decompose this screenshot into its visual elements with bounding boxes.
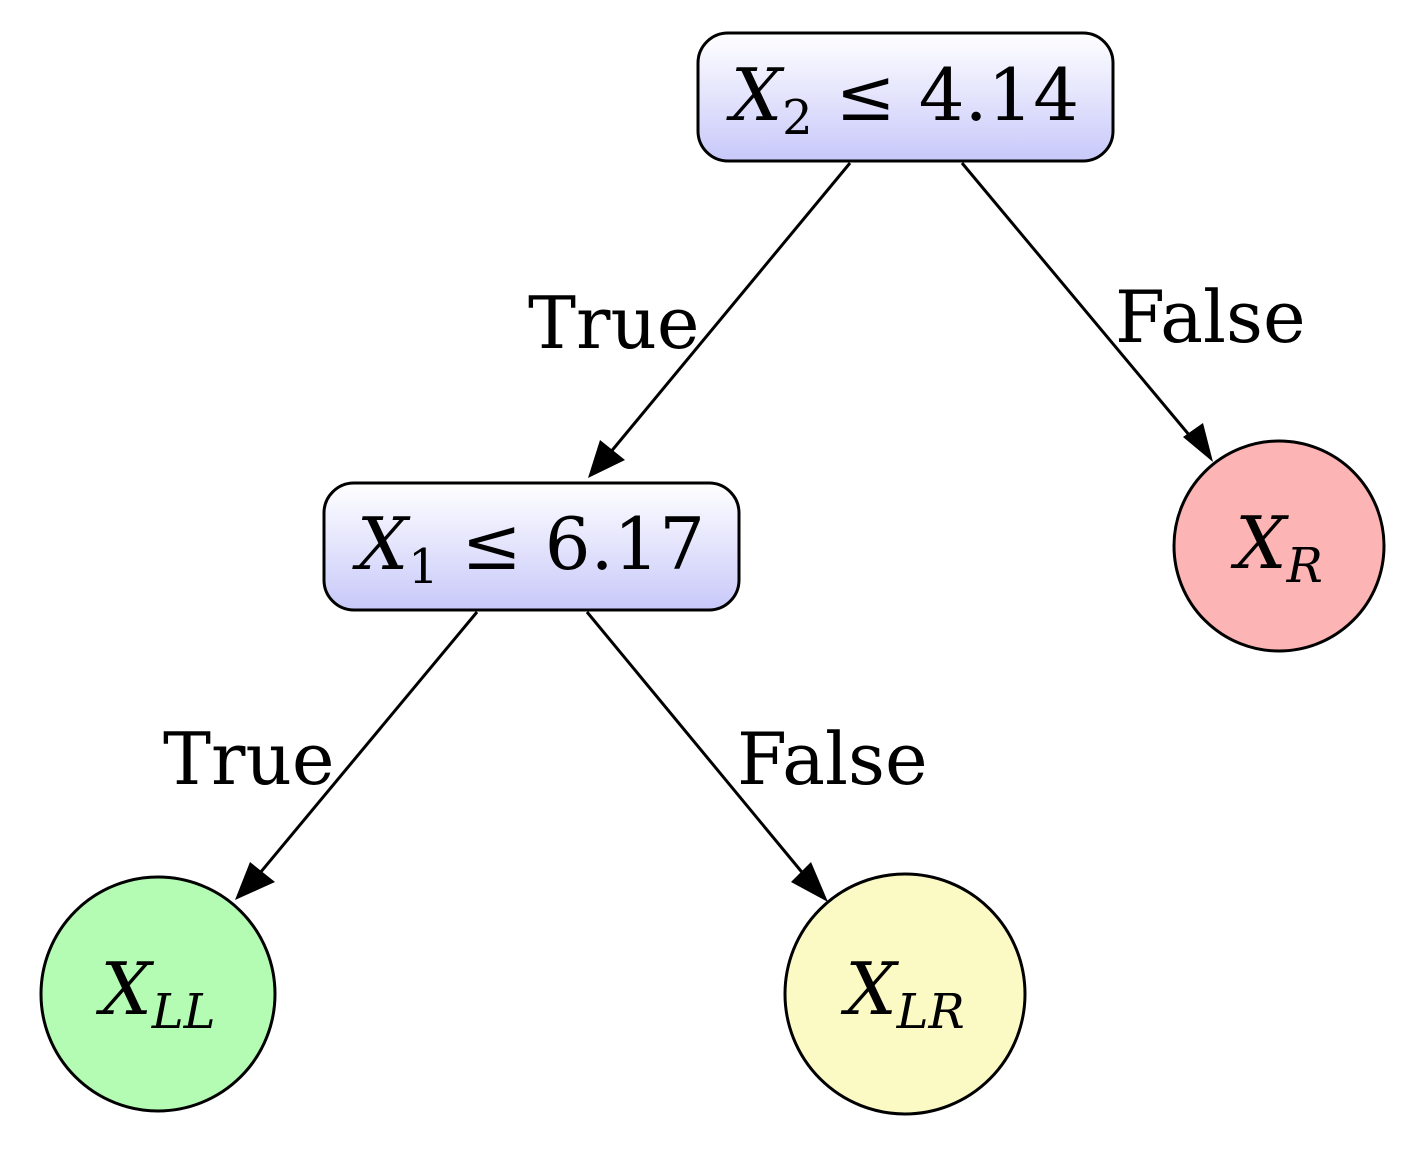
edge-root-true [598, 162, 852, 466]
arrowhead-root-true [588, 440, 625, 478]
arrowhead-left-true [235, 862, 275, 900]
edge-left-false [585, 611, 817, 889]
arrowhead-root-false [1183, 423, 1213, 462]
arrowheads [235, 423, 1213, 902]
leaf-node-right: XR [1172, 439, 1386, 653]
edge-label-left-false: False [737, 717, 928, 801]
edge-label-root-true: True [528, 281, 699, 365]
edge-label-root-false: False [1115, 275, 1306, 359]
decision-node-left-label: X1 ≤ 6.17 [352, 502, 705, 595]
edge-label-left-true: True [163, 717, 334, 801]
arrowhead-left-false [791, 862, 828, 902]
decision-node-root: X2 ≤ 4.14 [696, 31, 1115, 163]
edges [248, 162, 1202, 889]
leaf-node-right-label: XR [1230, 501, 1322, 594]
decision-node-root-label: X2 ≤ 4.14 [726, 53, 1079, 146]
edge-root-false [960, 162, 1202, 449]
leaf-node-left-left-label: XLL [95, 947, 215, 1040]
leaf-node-left-right-label: XLR [840, 947, 964, 1040]
edge-left-true [248, 611, 479, 886]
leaf-node-left-left: XLL [39, 875, 277, 1113]
leaf-node-left-right: XLR [783, 872, 1027, 1116]
decision-node-left: X1 ≤ 6.17 [322, 481, 741, 612]
